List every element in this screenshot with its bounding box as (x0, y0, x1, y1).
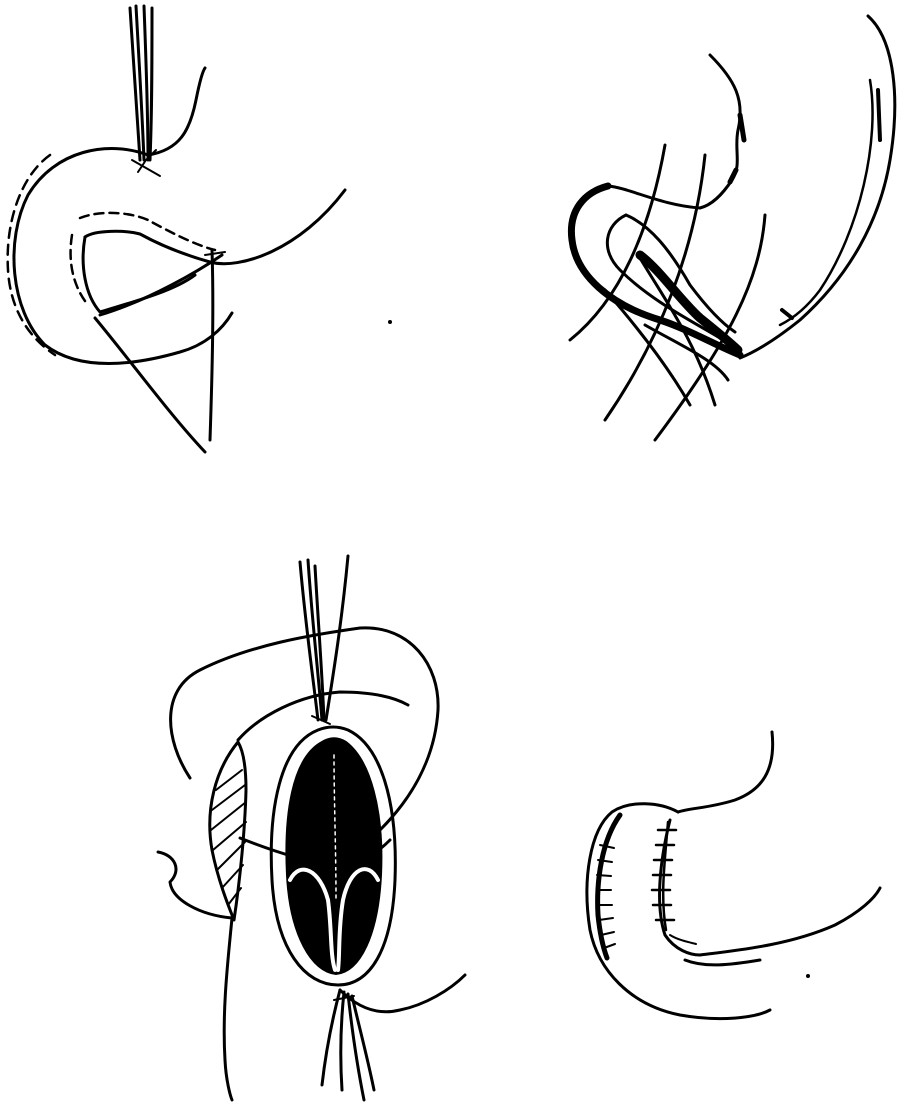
organ-lower-limb-top (700, 888, 880, 955)
limb-outer-right (740, 16, 895, 358)
organ-top-limb (678, 732, 773, 812)
inner-dashed-left (71, 235, 88, 305)
limb-inner-right (780, 80, 873, 325)
shaded-sliver-outline (210, 742, 246, 920)
left-strand (224, 918, 232, 1100)
tail-mark (670, 935, 696, 944)
stray-dot-bottom (806, 974, 810, 978)
suture-line-1 (570, 145, 665, 340)
shaded-band (598, 815, 620, 958)
traction-line-1 (95, 318, 205, 452)
panel-top-right (570, 16, 895, 440)
limb-shading-mark (782, 90, 880, 318)
panel-bottom-right (587, 732, 880, 1019)
panel-top-left (8, 6, 345, 452)
organ-outer-curve (587, 804, 770, 1019)
traction-line-2 (210, 250, 213, 440)
stray-dot-top (388, 320, 392, 324)
upper-limb (608, 55, 740, 208)
organ-outer-outline (14, 148, 232, 363)
organ-upper-limb (148, 68, 205, 155)
panel-bottom-left (158, 556, 465, 1100)
organ-lower-limb-bottom (685, 960, 760, 965)
